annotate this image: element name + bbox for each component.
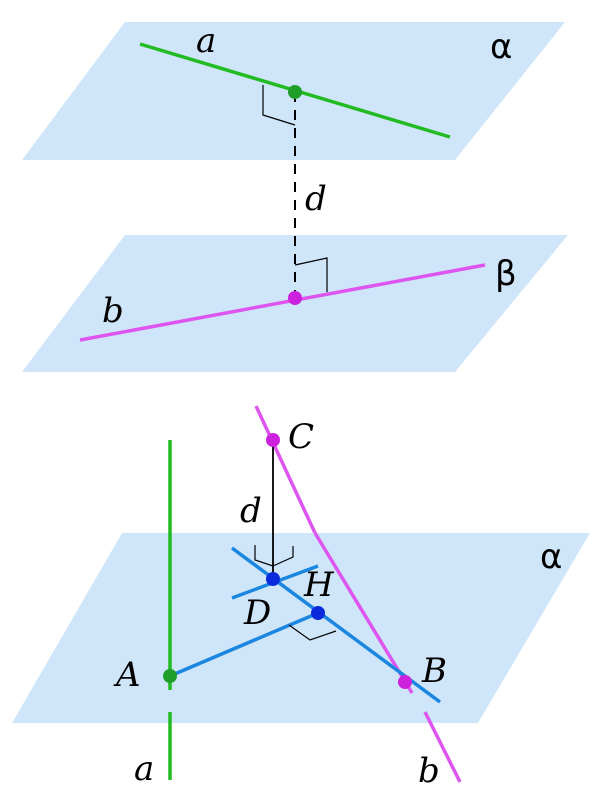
label-plane-alpha-top: α — [490, 27, 512, 67]
point-H — [311, 606, 325, 620]
label-point-C: C — [288, 417, 314, 457]
foot-point-on-b — [288, 291, 302, 305]
right-angle-mark-H — [288, 624, 337, 641]
label-line-b-bottom: b — [418, 751, 440, 791]
point-C — [266, 433, 280, 447]
point-A — [163, 669, 177, 683]
label-distance-top: d — [305, 179, 327, 219]
line-b-top — [79, 263, 486, 342]
label-distance-bottom: d — [240, 491, 262, 531]
label-line-a-top: a — [196, 21, 216, 61]
label-plane-alpha-bottom: α — [540, 537, 562, 577]
bottom-figure: C d α H D A B a b — [12, 405, 590, 791]
line-b-upper — [254, 405, 317, 534]
line-b-on-plane — [313, 532, 414, 694]
label-point-B: B — [421, 651, 447, 691]
label-point-D: D — [243, 593, 271, 633]
label-line-a-bottom: a — [134, 749, 154, 789]
point-B — [398, 675, 412, 689]
top-figure: a α d β b — [22, 21, 568, 372]
label-point-A: A — [113, 655, 141, 695]
right-angle-mark-D-1 — [254, 545, 274, 567]
right-angle-mark-top-1 — [262, 85, 296, 126]
plane-alpha-bottom — [12, 533, 590, 723]
label-line-b-top: b — [102, 291, 124, 331]
right-angle-mark-top-2 — [294, 257, 328, 292]
right-angle-mark-D-2 — [272, 546, 294, 567]
point-D — [266, 572, 280, 586]
label-point-H: H — [303, 565, 335, 605]
segment-AH — [169, 611, 319, 678]
line-b-lower — [423, 711, 462, 783]
foot-point-on-a — [288, 85, 302, 99]
label-plane-beta: β — [495, 254, 517, 294]
